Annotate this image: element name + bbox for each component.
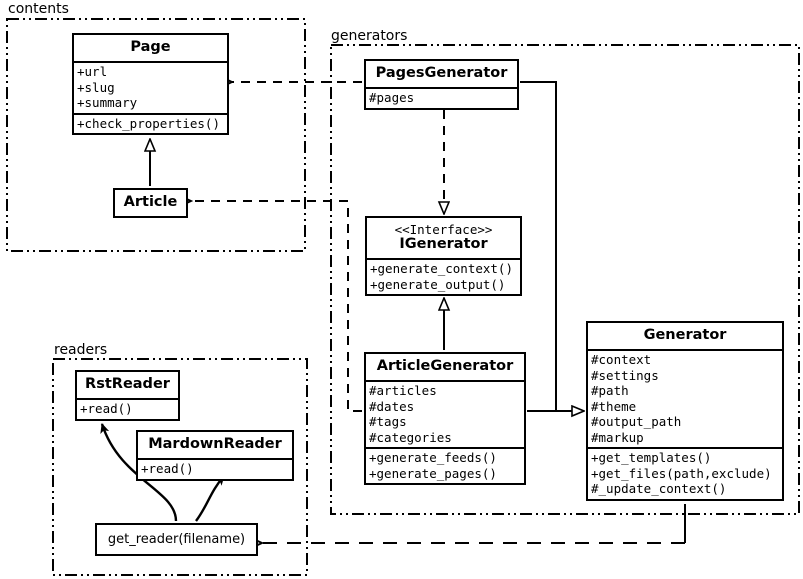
class-methods-mardown-reader: +read() bbox=[138, 458, 292, 479]
attribute-markup: #markup bbox=[591, 429, 644, 445]
method-read-markdown: +read() bbox=[141, 461, 194, 476]
attribute-articles: #articles bbox=[369, 383, 437, 398]
package-label-generators: generators bbox=[331, 28, 408, 44]
class-name-igenerator: <<Interface>> IGenerator bbox=[367, 218, 520, 258]
class-box-generator[interactable]: Generator #context #settings #path #them… bbox=[586, 321, 784, 501]
attribute-pages: #pages bbox=[369, 90, 415, 105]
attribute-dates: #dates bbox=[369, 398, 415, 414]
attribute-context: #context bbox=[591, 352, 652, 367]
package-label-readers: readers bbox=[54, 342, 108, 358]
rel-getreader-to-rstreader bbox=[100, 423, 178, 522]
class-title-igenerator: IGenerator bbox=[399, 236, 488, 252]
method-update-context: #_update_context() bbox=[591, 481, 727, 496]
rel-pagesgenerator-to-generator bbox=[520, 81, 557, 411]
method-generate-context: +generate_context() bbox=[370, 261, 513, 276]
class-methods-rst-reader: +read() bbox=[77, 398, 178, 419]
class-attributes-pages-generator: #pages bbox=[366, 87, 517, 108]
method-read-rst: +read() bbox=[80, 401, 133, 416]
rel-articlegenerator-to-article bbox=[191, 201, 362, 412]
attribute-output-path: #output_path bbox=[591, 414, 682, 429]
class-stereotype-igenerator: <<Interface>> bbox=[394, 222, 493, 237]
class-attributes-generator: #context #settings #path #theme #output_… bbox=[588, 349, 782, 447]
rel-getreader-to-mardownreader bbox=[195, 475, 225, 522]
class-methods-igenerator: +generate_context() +generate_output() bbox=[367, 258, 520, 294]
class-box-rst-reader[interactable]: RstReader +read() bbox=[75, 370, 180, 421]
class-box-article[interactable]: Article bbox=[113, 188, 188, 218]
package-frame-readers bbox=[52, 358, 308, 576]
class-name-rst-reader: RstReader bbox=[85, 376, 170, 392]
class-name-page: Page bbox=[130, 39, 171, 55]
attribute-slug: +slug bbox=[77, 79, 115, 95]
class-box-mardown-reader[interactable]: MardownReader +read() bbox=[136, 430, 294, 481]
attribute-categories: #categories bbox=[369, 429, 452, 445]
class-box-igenerator[interactable]: <<Interface>> IGenerator +generate_conte… bbox=[365, 216, 522, 296]
class-box-page[interactable]: Page +url +slug +summary +check_properti… bbox=[72, 33, 229, 135]
class-methods-page: +check_properties() bbox=[74, 112, 227, 134]
attribute-tags: #tags bbox=[369, 414, 407, 429]
class-attributes-article-generator: #articles #dates #tags #categories bbox=[366, 380, 524, 447]
attribute-summary: +summary bbox=[77, 95, 138, 110]
attribute-theme: #theme bbox=[591, 398, 637, 414]
class-attributes-page: +url +slug +summary bbox=[74, 61, 227, 113]
class-name-article: Article bbox=[123, 194, 178, 210]
function-name-get-reader: get_reader(filename) bbox=[107, 532, 246, 547]
class-name-generator: Generator bbox=[643, 327, 727, 343]
class-methods-generator: +get_templates() +get_files(path,exclude… bbox=[588, 447, 782, 499]
class-box-pages-generator[interactable]: PagesGenerator #pages bbox=[364, 59, 519, 110]
class-name-mardown-reader: MardownReader bbox=[148, 436, 282, 452]
rel-generator-to-getreader bbox=[262, 504, 686, 543]
package-frame-generators bbox=[330, 44, 800, 515]
attribute-settings: #settings bbox=[591, 367, 659, 383]
method-generate-pages: +generate_pages() bbox=[369, 465, 497, 481]
method-check-properties: +check_properties() bbox=[77, 115, 220, 131]
method-generate-output: +generate_output() bbox=[370, 276, 506, 292]
function-box-get-reader[interactable]: get_reader(filename) bbox=[95, 523, 258, 556]
attribute-url: +url bbox=[77, 64, 108, 79]
package-frame-contents bbox=[6, 18, 306, 252]
class-methods-article-generator: +generate_feeds() +generate_pages() bbox=[366, 447, 524, 483]
attribute-path: #path bbox=[591, 383, 629, 398]
class-name-pages-generator: PagesGenerator bbox=[375, 65, 508, 81]
package-label-contents: contents bbox=[8, 1, 69, 17]
method-get-files: +get_files(path,exclude) bbox=[591, 465, 772, 481]
class-name-article-generator: ArticleGenerator bbox=[376, 358, 514, 374]
method-generate-feeds: +generate_feeds() bbox=[369, 450, 497, 465]
method-get-templates: +get_templates() bbox=[591, 450, 712, 465]
class-box-article-generator[interactable]: ArticleGenerator #articles #dates #tags … bbox=[364, 352, 526, 485]
